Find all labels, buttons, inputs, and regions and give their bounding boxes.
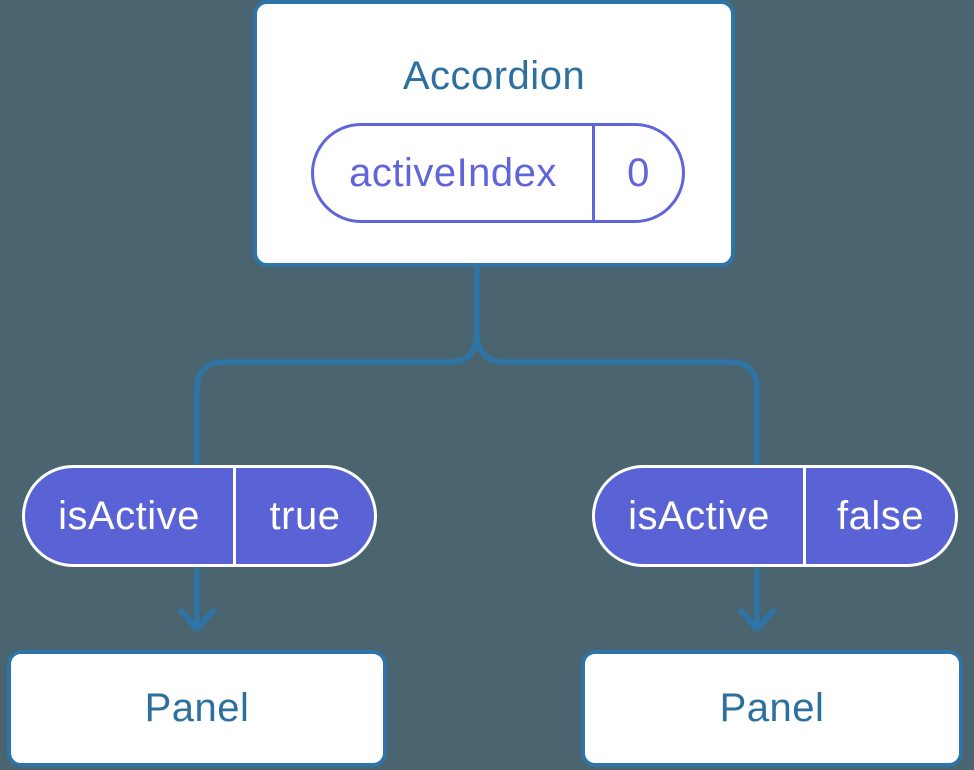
state-pill: activeIndex 0	[311, 123, 685, 223]
state-pill-value: 0	[627, 150, 650, 195]
arrowhead-down-icon-right	[738, 608, 776, 632]
state-pill-name: activeIndex	[314, 126, 595, 220]
accordion-node: Accordion activeIndex 0	[253, 0, 735, 267]
panel-node-right-title: Panel	[719, 686, 825, 730]
prop-pill-left-value: true	[269, 493, 341, 538]
panel-node-left: Panel	[7, 650, 387, 767]
prop-pill-right: isActive false	[592, 465, 958, 567]
panel-node-left-title: Panel	[144, 686, 250, 730]
connector-branch-right	[474, 329, 760, 630]
connector-branch-left	[194, 329, 480, 630]
prop-pill-right-name: isActive	[595, 468, 806, 564]
accordion-node-title: Accordion	[402, 54, 586, 98]
panel-node-right: Panel	[581, 650, 963, 767]
prop-pill-left: isActive true	[22, 465, 377, 567]
prop-pill-left-name: isActive	[25, 468, 236, 564]
prop-pill-right-value: false	[837, 493, 924, 538]
arrowhead-down-icon-left	[178, 608, 216, 632]
